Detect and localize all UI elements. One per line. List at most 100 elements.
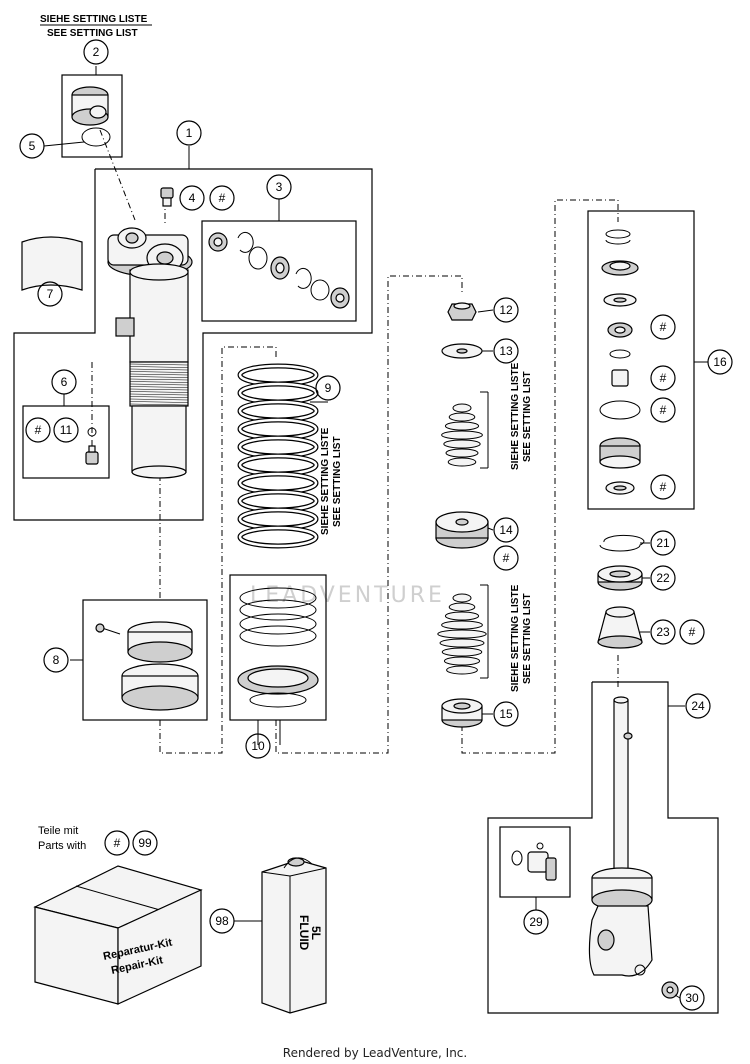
callout-hash-16d: # — [650, 474, 676, 500]
svg-text:23: 23 — [656, 625, 670, 639]
watermark-text: LEADVENTURE — [250, 583, 445, 608]
setting-list-label-de: SIEHE SETTING LISTE — [40, 14, 148, 25]
setting-vertical-en-2: SEE SETTING LIST — [522, 593, 533, 684]
svg-text:#: # — [660, 480, 667, 494]
callout-29: 29 — [523, 909, 549, 935]
svg-text:7: 7 — [47, 287, 54, 301]
valve-part-4 — [160, 187, 174, 207]
box-item-10 — [229, 574, 327, 721]
callout-9: 9 — [315, 375, 341, 401]
sleeve-part-7 — [21, 236, 83, 291]
callout-3: 3 — [266, 174, 292, 200]
callout-hash-4: # — [209, 185, 235, 211]
reservoir-cap-part-2 — [71, 86, 109, 126]
svg-text:98: 98 — [215, 914, 229, 928]
callout-10: 10 — [245, 733, 271, 759]
setting-vertical-de-3: SIEHE SETTING LISTE — [320, 427, 331, 535]
damper-rod-part-24 — [588, 696, 653, 977]
washer-part-13 — [441, 343, 483, 359]
svg-text:#: # — [660, 320, 667, 334]
callout-16: 16 — [707, 349, 733, 375]
shim-stack-lower — [437, 593, 487, 675]
shim-stack-upper — [441, 403, 483, 467]
callout-hash-11: # — [25, 417, 51, 443]
valve-part-11 — [85, 427, 99, 465]
spring-retainer-part-10 — [237, 587, 319, 708]
cap-part-22 — [597, 565, 643, 591]
callout-1: 1 — [176, 120, 202, 146]
svg-text:#: # — [660, 371, 667, 385]
svg-text:#: # — [219, 191, 226, 205]
svg-text:30: 30 — [685, 991, 699, 1005]
callout-hash-16a: # — [650, 314, 676, 340]
svg-text:12: 12 — [499, 303, 513, 317]
svg-text:29: 29 — [529, 915, 543, 929]
callout-8: 8 — [43, 647, 69, 673]
svg-text:22: 22 — [656, 571, 670, 585]
adjuster-ring-part-8 — [95, 621, 199, 711]
svg-text:4: 4 — [189, 191, 196, 205]
can-label-1: FLUID — [297, 915, 311, 951]
svg-text:99: 99 — [138, 836, 152, 850]
callout-98: 98 — [209, 908, 235, 934]
callout-4: 4 — [179, 185, 205, 211]
callout-13: 13 — [493, 338, 519, 364]
svg-text:#: # — [660, 403, 667, 417]
callout-21: 21 — [650, 530, 676, 556]
callout-23: 23 — [650, 619, 676, 645]
fluid-can: FLUID 5L — [261, 857, 327, 1014]
svg-text:10: 10 — [251, 739, 265, 753]
callout-hash-14: # — [493, 545, 519, 571]
svg-text:#: # — [503, 551, 510, 565]
svg-text:13: 13 — [499, 344, 513, 358]
seat-part-15 — [441, 698, 483, 728]
box-item-24 — [487, 681, 719, 1014]
seal-kit-part-3 — [208, 231, 350, 309]
legend-parts-with: Parts with — [38, 840, 86, 852]
svg-text:11: 11 — [60, 423, 73, 437]
svg-text:6: 6 — [61, 375, 68, 389]
svg-text:8: 8 — [53, 653, 60, 667]
callout-12: 12 — [493, 297, 519, 323]
can-label-2: 5L — [309, 926, 323, 940]
box-item-2 — [61, 74, 123, 158]
svg-text:21: 21 — [656, 536, 670, 550]
svg-text:5: 5 — [29, 139, 36, 153]
callout-hash-99: # — [104, 830, 130, 856]
callout-6: 6 — [51, 369, 77, 395]
setting-vertical-en-3: SEE SETTING LIST — [332, 436, 343, 527]
bushing-part-30 — [661, 981, 679, 999]
callout-15: 15 — [493, 701, 519, 727]
box-item-16 — [587, 210, 695, 510]
callout-hash-16c: # — [650, 397, 676, 423]
leader-lines — [43, 66, 708, 999]
svg-text:1: 1 — [186, 126, 193, 140]
svg-text:15: 15 — [499, 707, 513, 721]
callout-5: 5 — [19, 133, 45, 159]
callout-7: 7 — [37, 281, 63, 307]
callout-22: 22 — [650, 565, 676, 591]
svg-text:16: 16 — [713, 355, 727, 369]
repair-kit-box: Reparatur-Kit Repair-Kit — [33, 865, 203, 1005]
setting-list-label-en: SEE SETTING LIST — [47, 28, 138, 39]
svg-text:3: 3 — [276, 180, 283, 194]
setting-vertical-de-1: SIEHE SETTING LISTE — [510, 362, 521, 470]
callout-30: 30 — [679, 985, 705, 1011]
callout-2: 2 — [83, 39, 109, 65]
valve-part-29 — [511, 842, 557, 881]
box-item-29 — [499, 826, 571, 898]
nut-part-12 — [447, 302, 477, 321]
callout-hash-23: # — [679, 619, 705, 645]
svg-text:24: 24 — [691, 699, 705, 713]
svg-text:14: 14 — [499, 523, 513, 537]
assembly-outline-1 — [13, 168, 373, 521]
spring-part-9 — [237, 363, 319, 549]
shock-absorber-body — [107, 227, 193, 479]
svg-text:9: 9 — [325, 381, 332, 395]
svg-text:#: # — [114, 836, 121, 850]
svg-text:2: 2 — [93, 45, 100, 59]
setting-vertical-de-2: SIEHE SETTING LISTE — [510, 584, 521, 692]
bump-stop-part-23 — [597, 606, 643, 649]
callout-24: 24 — [685, 693, 711, 719]
piston-part-14 — [435, 511, 489, 549]
